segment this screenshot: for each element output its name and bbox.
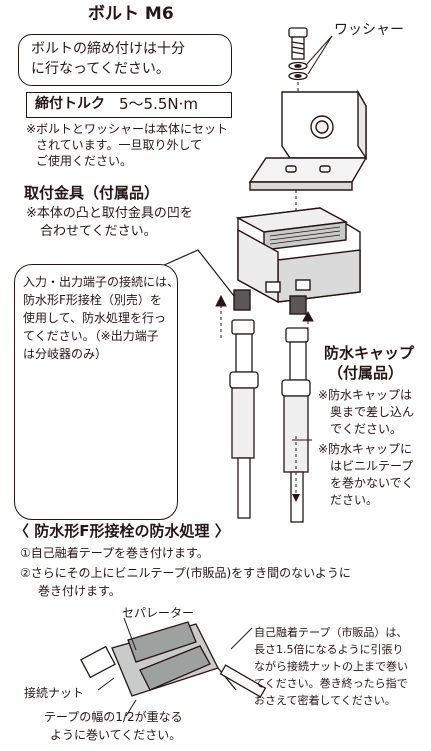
bolt-note-bubble: ボルトの締め付けは十分 に行なってください。 — [18, 34, 232, 86]
mounting-bracket-illustration — [248, 89, 368, 191]
washer-label: ワッシャー — [334, 22, 404, 38]
bracket-title: 取付金具（付属品） — [24, 184, 160, 202]
step-2-cont: 巻き付けます。 — [38, 584, 121, 598]
connector-note-line-4: てください。（※出力端子 — [23, 329, 159, 343]
bolt-label: ボルト M6 — [88, 4, 174, 24]
torque-box: 締付トルク 5～5.5N·m — [26, 92, 232, 118]
self-fusing-note-line-1: 自己融着テープ（市販品）は、 — [254, 626, 408, 639]
bolt-set-note-line-3: ご使用ください。 — [36, 154, 133, 168]
bolt-set-note-line-2: されています。一旦取り外して — [36, 138, 203, 152]
cap-note1-line-1: ※防水キャップは — [318, 388, 413, 402]
tape-leader-line — [230, 627, 253, 650]
connector-note-line-2: 防水形F形接栓（別売）を — [23, 293, 162, 307]
self-fusing-note-line-2: 長さ1.5倍になるように引張り — [254, 643, 404, 656]
connector-note-line-3: 使用して、防水処理を行っ — [23, 311, 167, 325]
connector-cable-left — [229, 319, 259, 519]
step-2: ②さらにその上にビニルテープ(市販品)をすき間のないように — [20, 566, 351, 580]
section-heading: 〈 防水形F形接栓の防水処理 〉 — [14, 522, 230, 540]
bolt-illustration — [288, 27, 308, 60]
connector-cable-right — [281, 327, 311, 523]
cap-note2-line-2: はビニルテープ — [330, 459, 414, 473]
connector-note-line-1: 入力・出力端子の接続には、 — [23, 275, 180, 289]
bubble-tail — [161, 249, 235, 297]
bolt-note-line-1: ボルトの締め付けは十分 — [31, 41, 185, 57]
washer-illustration — [288, 61, 308, 81]
cap-title-line-2: （付属品） — [328, 364, 404, 382]
splitter-unit-illustration — [233, 207, 361, 315]
separator-label: セパレーター — [122, 606, 195, 620]
cap-title-line-1: 防水キャップ — [324, 344, 415, 362]
cap-note2-line-4: ださい。 — [330, 493, 379, 507]
self-fusing-note-line-4: てください。巻き終ったら指で — [254, 677, 408, 690]
bolt-set-note-line-1: ※ボルトとワッシャーは本体にセット — [26, 122, 229, 136]
nut-label: 接続ナット — [24, 686, 85, 700]
washer-leader-line — [306, 35, 333, 65]
bracket-note-line-2: 合わせてください。 — [40, 224, 157, 239]
connector-note-line-5: は分岐器のみ） — [23, 347, 108, 361]
overlap-note-line-2: ように巻いてください。 — [50, 728, 182, 742]
self-fusing-note-line-3: ながら接続ナットの上まで巻い — [254, 660, 408, 673]
cap-note1-line-3: でください。 — [330, 422, 403, 436]
tape-wrap-illustration — [80, 617, 267, 698]
bracket-note-line-1: ※本体の凸と取付金具の凹を — [26, 206, 193, 221]
self-fusing-note-line-5: おさえて密着してください。 — [254, 694, 396, 707]
step-1: ①自己融着テープを巻き付けます。 — [20, 546, 209, 560]
cap-note1-line-2: 奥まで差し込ん — [330, 405, 415, 419]
insert-arrows — [215, 294, 314, 338]
overlap-note-line-1: テープの幅の1/2が重なる — [44, 710, 183, 724]
cap-note2-line-3: を巻かないでく — [330, 476, 414, 490]
bolt-note-line-2: に行なってください。 — [31, 61, 170, 77]
connector-note-bubble: 入力・出力端子の接続には、 防水形F形接栓（別売）を 使用して、防水処理を行っ … — [14, 264, 180, 520]
torque-value: 5～5.5N·m — [119, 95, 198, 113]
torque-label: 締付トルク — [35, 96, 105, 112]
cap-note2-line-1: ※防水キャップに — [318, 442, 413, 456]
